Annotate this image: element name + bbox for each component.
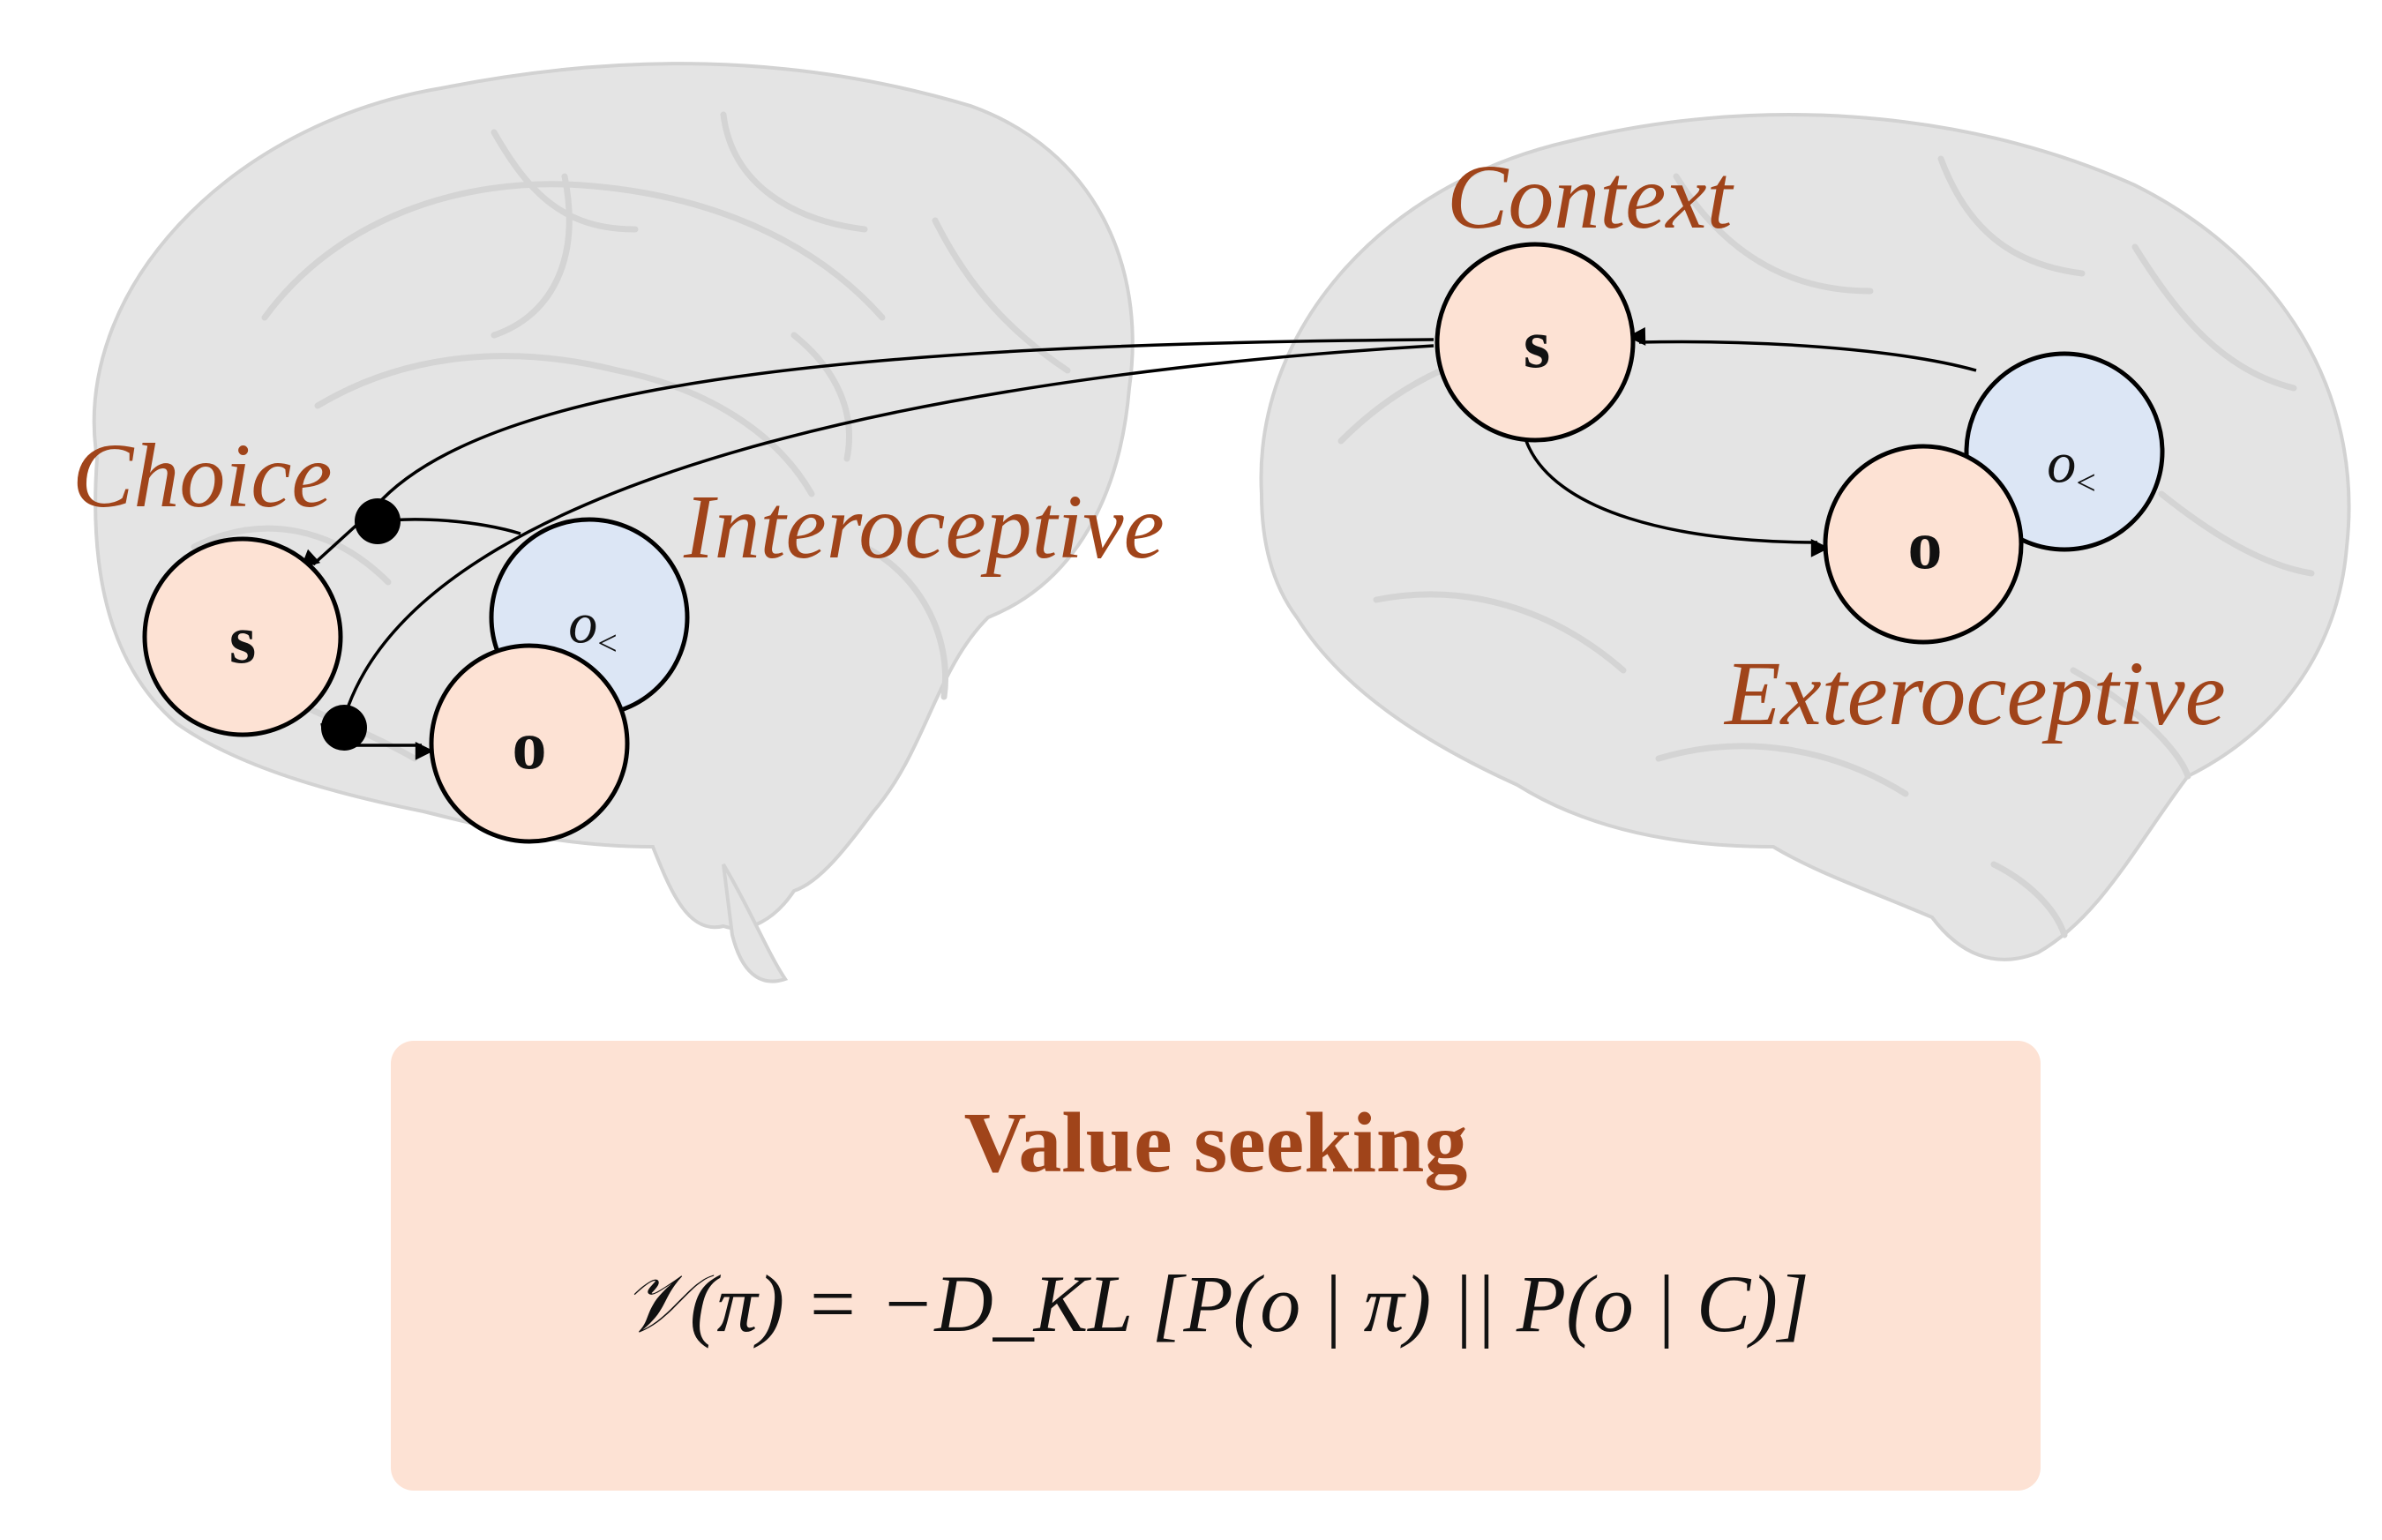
edge-context-to-choice [373,338,1434,509]
choice-label: Choice [72,425,333,527]
exteroceptive-outcome-node [1823,444,2024,645]
interoceptive-observation-subscript: < [597,623,618,663]
interoceptive-observation-label: o< [568,594,618,661]
right-brain-image [1259,113,2351,961]
exteroceptive-label: Exteroceptive [1725,643,2226,744]
context-state-node [1434,242,1636,443]
interoceptive-outcome-letter: o [512,706,547,783]
edge-choice-arrow [300,519,363,569]
edge-context-to-exteroceptive-outcome [1524,440,1830,557]
edge-context-to-outcome-left [347,344,1434,706]
interoceptive-observation-letter: o [568,591,598,656]
exteroceptive-observation-letter: o [2047,430,2077,496]
choice-state-letter: s [228,601,257,677]
choice-state-node [142,536,343,737]
context-state-letter: s [1523,305,1551,382]
edge-exteroceptive-obs-to-context [1627,327,1977,372]
interoceptive-label: Interoceptive [684,476,1165,578]
exteroceptive-observation-node [1964,351,2165,552]
exteroceptive-outcome-letter: o [1907,506,1943,583]
interoceptive-outcome-node [429,643,630,844]
exteroceptive-observation-label: o< [2047,434,2096,500]
value-seeking-formula: 𝒱(π) = −D_KL [P(o | π) || P(o | C)] [622,1259,1809,1349]
context-label: Context [1447,146,1733,248]
modulation-dot-lower [321,705,367,751]
value-seeking-box: Value seeking 𝒱(π) = −D_KL [P(o | π) || … [391,1041,2041,1491]
exteroceptive-observation-subscript: < [2076,462,2096,503]
value-seeking-title: Value seeking [963,1095,1468,1191]
modulation-dot-upper [355,498,401,544]
